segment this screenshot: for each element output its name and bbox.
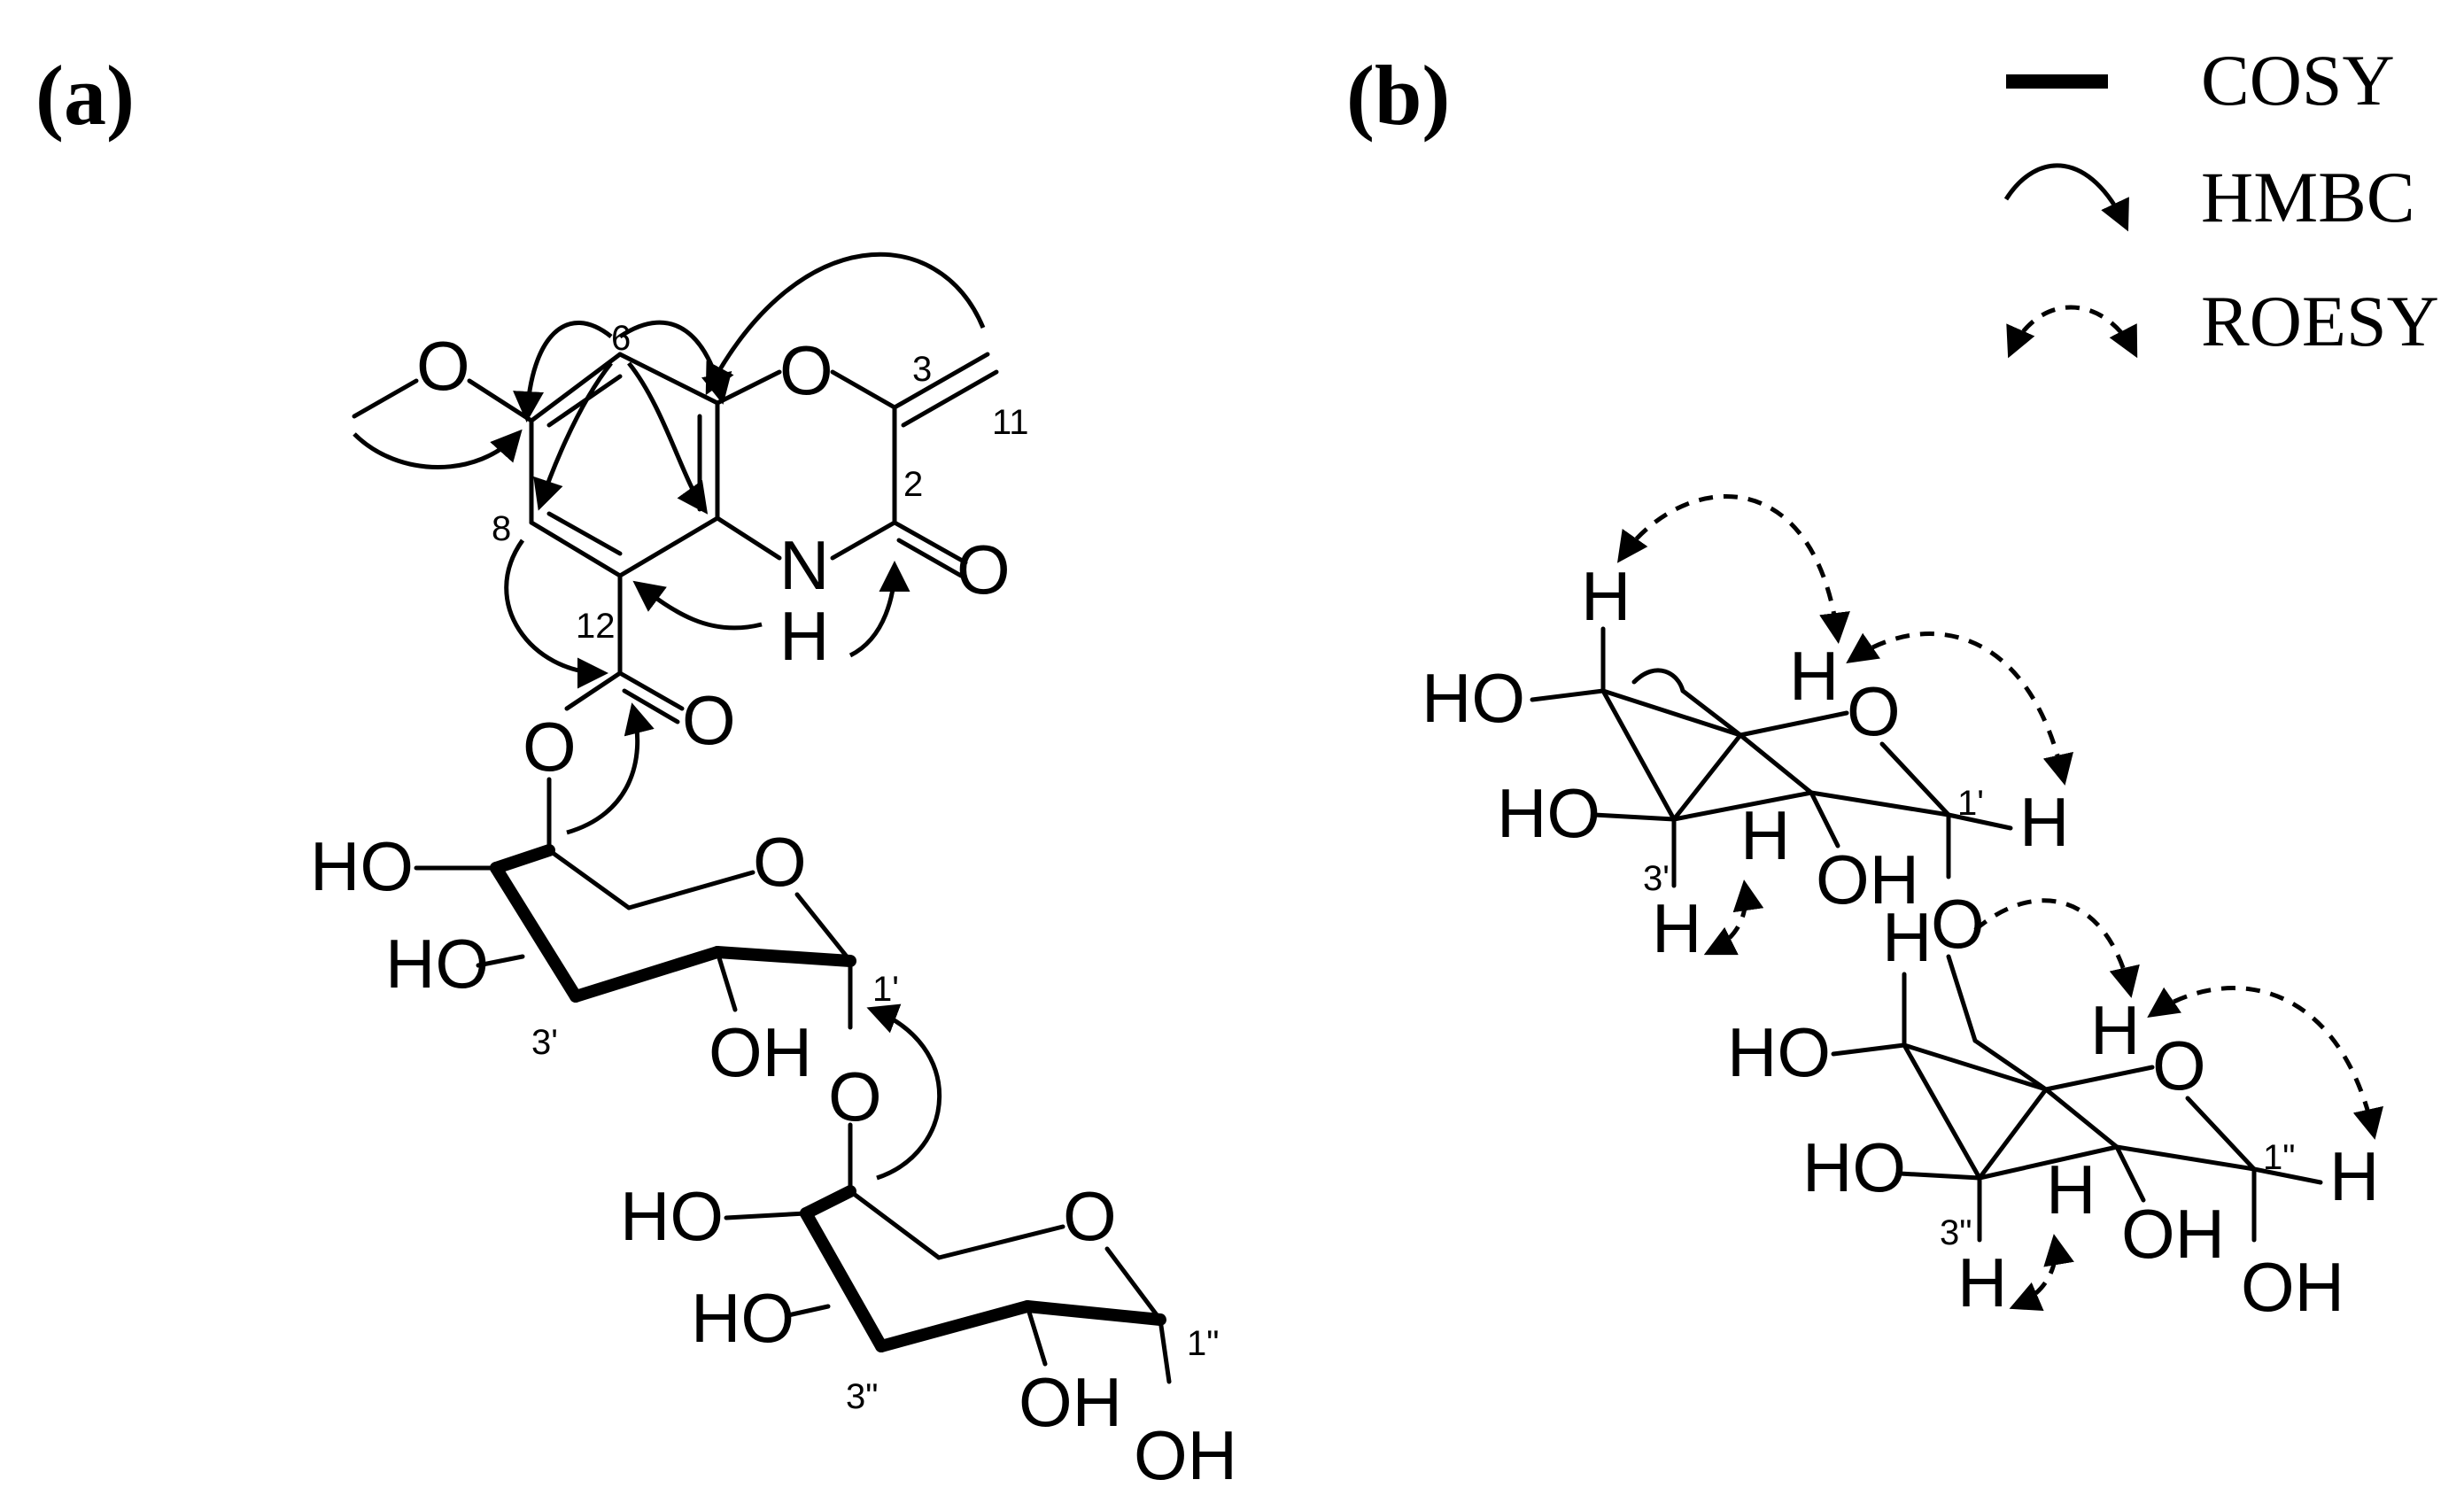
panel-b-structure: H HO H O HO 3' H H OH 1' H O H HO [1422,494,2383,1326]
chair2-h6: H [1882,898,1932,976]
chair1-hydroxyl-6: HO [1422,659,1525,737]
b-atom-number-3-prime: 3' [1643,859,1670,898]
glycosidic-oxygen: O [828,1058,882,1135]
atom-number-11: 11 [992,403,1029,442]
glc1-ring-oxygen: O [753,823,807,901]
chair2-hydroxyl-4: HO [1802,1128,1906,1206]
cosy-legend-label: COSY [2201,40,2395,120]
atom-number-1-prime: 1' [872,970,899,1009]
atom-number-3-double-prime: 3" [846,1377,878,1416]
roesy-legend-label: ROESY [2201,281,2439,361]
glc1-hydroxyl-4: HO [310,827,414,905]
chair1-hydroxyl-4: HO [1497,774,1600,852]
ester-carbonyl-oxygen: O [682,681,736,759]
glc2-hydroxyl-1: OH [1134,1416,1237,1494]
glc1-hydroxyl-2: OH [709,1013,812,1091]
hmbc-legend-arrow [2003,163,2129,232]
atom-number-1-double-prime: 1" [1187,1324,1219,1363]
glc2-ring-oxygen: O [1063,1177,1117,1255]
chair1-ring-oxygen: O [1847,672,1901,750]
glc2-hydroxyl-2: OH [1019,1363,1122,1441]
methoxy-oxygen: O [416,327,470,405]
chair2-h2: H [2046,1150,2096,1228]
chair2-hydroxyl-1: OH [2241,1248,2344,1326]
chair1-h6: H [1581,557,1631,635]
panel-a-structure: O 6 8 O 3 11 O 2 N H 12 O [310,252,1237,1494]
chair1-hydroxyl-2: OH [1816,841,1919,918]
b-atom-number-3-double-prime: 3" [1940,1213,1972,1252]
glc2-hydroxyl-3: HO [691,1279,794,1357]
chair2-hydroxyl-2: OH [2121,1195,2225,1273]
amide-nitrogen: N [779,526,829,604]
glc2-hydroxyl-4: HO [620,1177,724,1255]
chair2-h3: H [1957,1243,2007,1321]
chair2-h5: H [2090,991,2140,1069]
ester-oxygen: O [523,708,577,786]
atom-number-3-prime: 3' [531,1023,558,1062]
panel-b-label: (b) [1346,48,1450,143]
atom-number-8: 8 [492,509,511,548]
chair1-h2: H [1740,796,1790,874]
ring-oxygen-1: O [779,331,833,409]
amide-hydrogen: H [779,597,829,675]
glc1-hydroxyl-3: HO [385,925,489,1003]
atom-number-2: 2 [903,465,923,504]
chair1-h1: H [2019,783,2069,861]
roesy-legend-arrow [2006,305,2138,359]
carbonyl-oxygen-2: O [957,531,1011,608]
chair1-h3: H [1652,889,1701,967]
atom-number-6: 6 [611,319,631,358]
legend: COSY HMBC ROESY [2003,40,2439,361]
atom-number-12: 12 [576,607,616,646]
b-glycosidic-oxygen: O [1931,885,1985,963]
chair2-hydroxyl-6: HO [1727,1013,1831,1091]
panel-a-label: (a) [35,48,135,143]
chair1-h5: H [1789,637,1839,715]
chair2-ring-oxygen: O [2152,1027,2206,1104]
hmbc-legend-label: HMBC [2201,157,2415,237]
chair2-h1: H [2329,1137,2379,1215]
atom-number-3: 3 [912,350,932,389]
